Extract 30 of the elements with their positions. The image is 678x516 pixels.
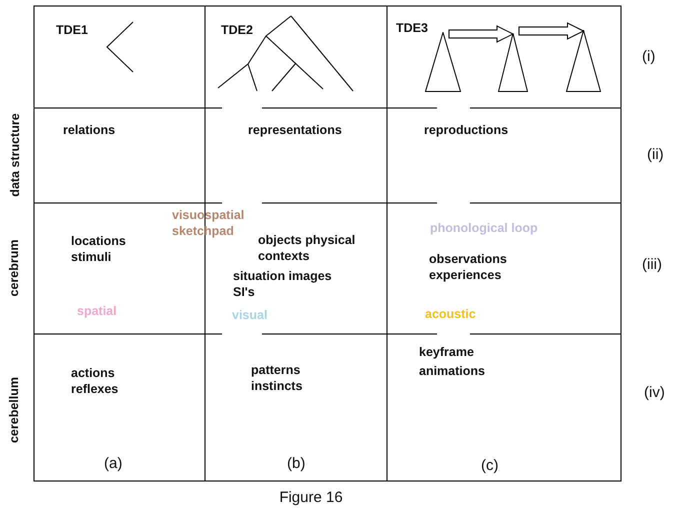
cell-text: objects physical contexts (258, 232, 356, 264)
column-label: (b) (287, 456, 306, 472)
row-number: (iii) (642, 257, 662, 273)
region-label: visual (232, 307, 268, 323)
row-number: (i) (642, 49, 656, 65)
cell-text: representations (248, 122, 342, 138)
region-label: acoustic (425, 306, 476, 322)
cell-text: situation images SI's (233, 268, 333, 300)
heading: TDE1 (56, 22, 88, 38)
cell-text: patterns instincts (251, 362, 304, 394)
row-number: (ii) (647, 147, 664, 163)
cell-text: locations stimuli (71, 233, 127, 265)
heading: TDE3 (396, 20, 428, 36)
region-label: phonological loop (430, 220, 538, 236)
column-label: (a) (104, 456, 122, 472)
row-label: cerebellum (6, 376, 22, 446)
row-label: cerebrum (6, 238, 22, 298)
column-label: (c) (481, 458, 498, 474)
cell-text: reproductions (424, 122, 508, 138)
block-arrow (518, 22, 585, 40)
block-arrow (448, 25, 514, 43)
cell-text: actions reflexes (71, 365, 120, 397)
cell-text: relations (63, 122, 116, 138)
row-number: (iv) (644, 385, 665, 401)
cell-text: keyframe animations (419, 344, 486, 380)
figure-caption: Figure 16 (278, 490, 344, 506)
row-label: data structure (7, 112, 23, 199)
cell-text: observations experiences (429, 251, 508, 283)
region-label: spatial (77, 303, 117, 319)
heading: TDE2 (221, 22, 253, 38)
